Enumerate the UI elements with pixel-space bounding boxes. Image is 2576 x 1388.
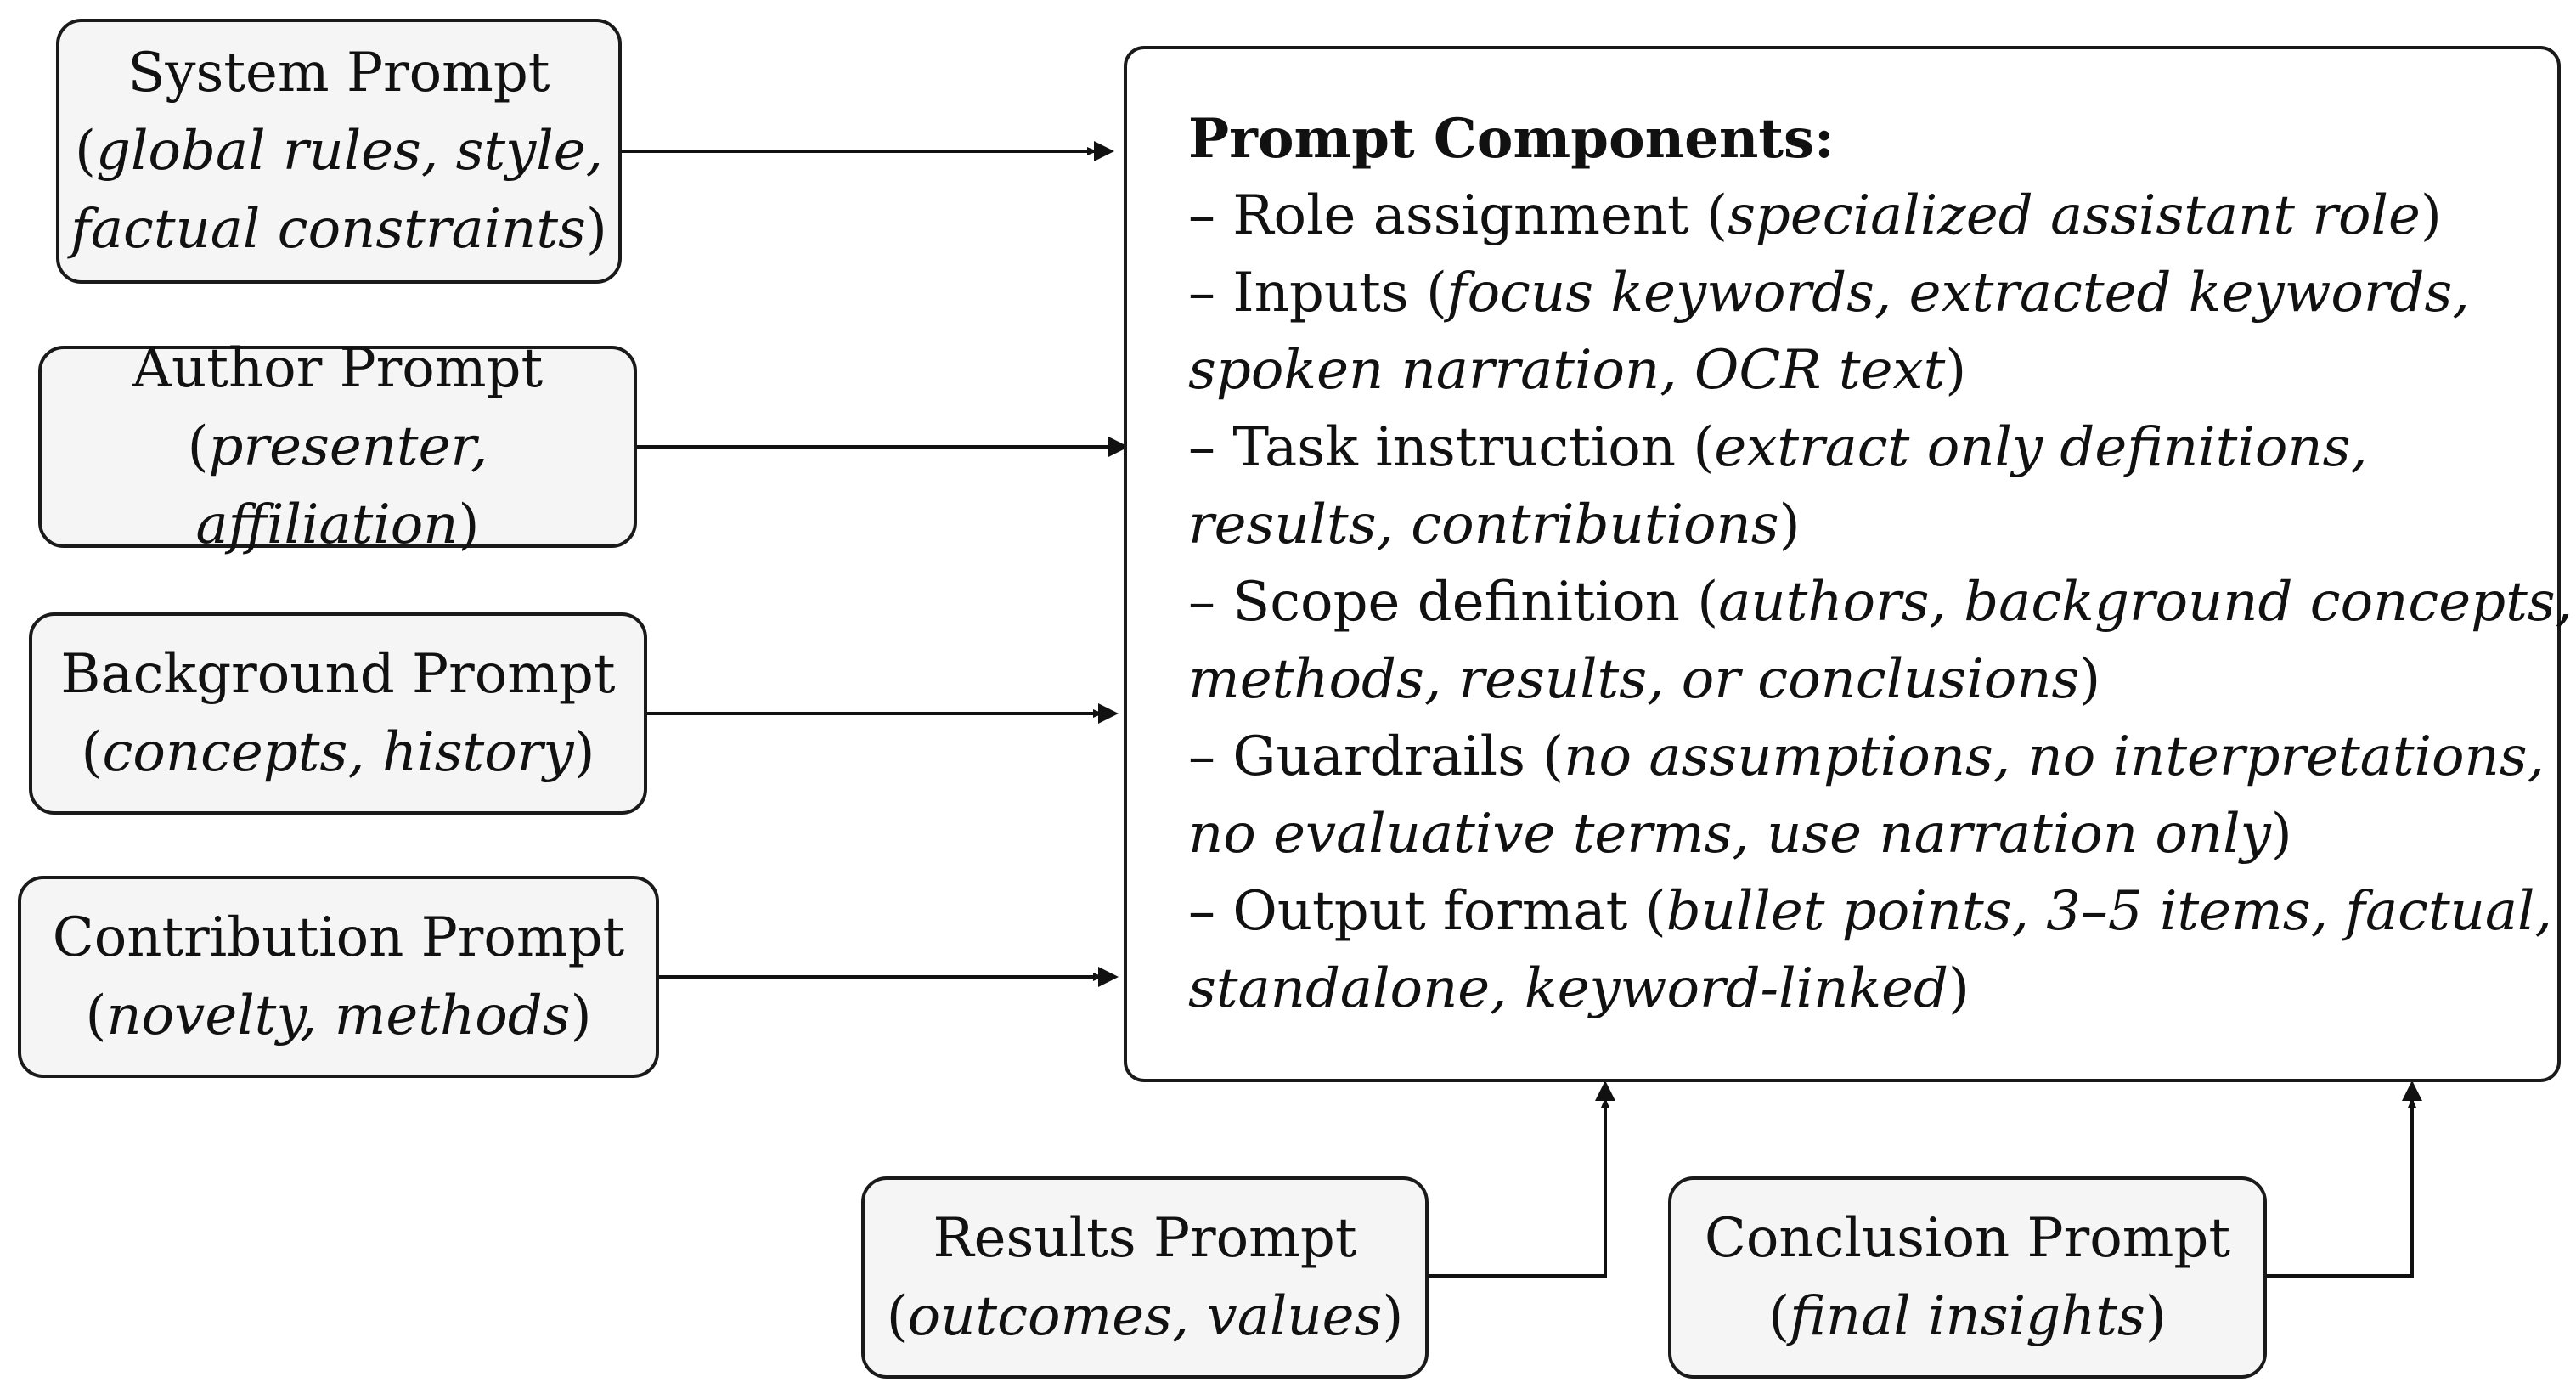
component-label: – Role assignment ( (1188, 184, 1728, 247)
components-title: Prompt Components: (1188, 107, 1835, 171)
node-detail: (concepts, history) (81, 721, 595, 784)
author-prompt-box: Author Prompt (presenter, affiliation) (38, 337, 637, 556)
node-detail: (presenter, affiliation) (187, 415, 488, 556)
node-title: Results Prompt (933, 1207, 1357, 1270)
node-detail: (novelty, methods) (85, 985, 592, 1047)
component-line: – Role assignment (specialized assistant… (1188, 178, 2557, 255)
component-label: – Scope definition ( (1188, 571, 1719, 634)
component-label: – Guardrails ( (1188, 725, 1564, 788)
component-line: – Inputs (focus keywords, extracted keyw… (1188, 255, 2557, 332)
component-line: spoken narration, OCR text) (1188, 332, 2557, 409)
component-detail: methods, results, or conclusions (1188, 648, 2080, 711)
component-close: ) (1948, 957, 1970, 1020)
prompt-components-box: Prompt Components: – Role assignment (sp… (1124, 46, 2573, 1082)
component-close: ) (2270, 803, 2292, 866)
component-line: – Scope definition (authors, background … (1188, 564, 2573, 641)
component-label: – Task instruction ( (1188, 416, 1715, 479)
component-detail: authors, background concepts, (1718, 571, 2573, 634)
component-close: ) (2420, 184, 2442, 247)
component-line: methods, results, or conclusions) (1188, 641, 2557, 719)
component-close: ) (1778, 494, 1801, 556)
node-title: Contribution Prompt (52, 906, 625, 969)
component-detail: results, contributions (1188, 494, 1779, 556)
component-detail: no assumptions, no interpretations, (1564, 725, 2545, 788)
arrow-conclusion (2267, 1097, 2416, 1278)
component-detail: standalone, keyword-linked (1188, 957, 1948, 1020)
node-detail: (final insights) (1768, 1285, 2167, 1348)
node-detail: (global rules, style, (75, 120, 603, 183)
conclusion-prompt-box: Conclusion Prompt (final insights) (1668, 1176, 2267, 1379)
contribution-prompt-box: Contribution Prompt (novelty, methods) (18, 876, 659, 1078)
components-list: – Role assignment (specialized assistant… (1188, 178, 2573, 1028)
component-detail: extract only definitions, (1714, 416, 2368, 479)
component-label: – Inputs ( (1188, 262, 1447, 324)
component-detail: specialized assistant role (1728, 184, 2421, 247)
component-line: – Output format (bullet points, 3–5 item… (1188, 873, 2557, 951)
node-detail: (outcomes, values) (886, 1285, 1404, 1348)
component-line: – Task instruction (extract only definit… (1188, 409, 2557, 487)
component-line: results, contributions) (1188, 487, 2557, 564)
node-title: Background Prompt (60, 643, 616, 706)
arrow-results (1429, 1097, 1609, 1278)
component-line: – Guardrails (no assumptions, no interpr… (1188, 719, 2557, 796)
component-line: no evaluative terms, use narration only) (1188, 796, 2557, 873)
component-close: ) (2079, 648, 2101, 711)
node-title: System Prompt (127, 42, 550, 104)
system-prompt-box: System Prompt (global rules, style, fact… (56, 19, 622, 284)
component-detail: focus keywords, extracted keywords, (1446, 262, 2470, 324)
component-detail: bullet points, 3–5 items, factual, (1666, 880, 2552, 943)
component-label: – Output format ( (1188, 880, 1666, 943)
component-close: ) (1945, 339, 1967, 402)
background-prompt-box: Background Prompt (concepts, history) (29, 612, 647, 815)
component-detail: no evaluative terms, use narration only (1188, 803, 2271, 866)
results-prompt-box: Results Prompt (outcomes, values) (861, 1176, 1429, 1379)
node-detail: factual constraints) (70, 198, 607, 261)
component-line: standalone, keyword-linked) (1188, 951, 2557, 1028)
node-title: Author Prompt (132, 337, 544, 400)
node-title: Conclusion Prompt (1704, 1207, 2231, 1270)
component-detail: spoken narration, OCR text (1188, 339, 1946, 402)
